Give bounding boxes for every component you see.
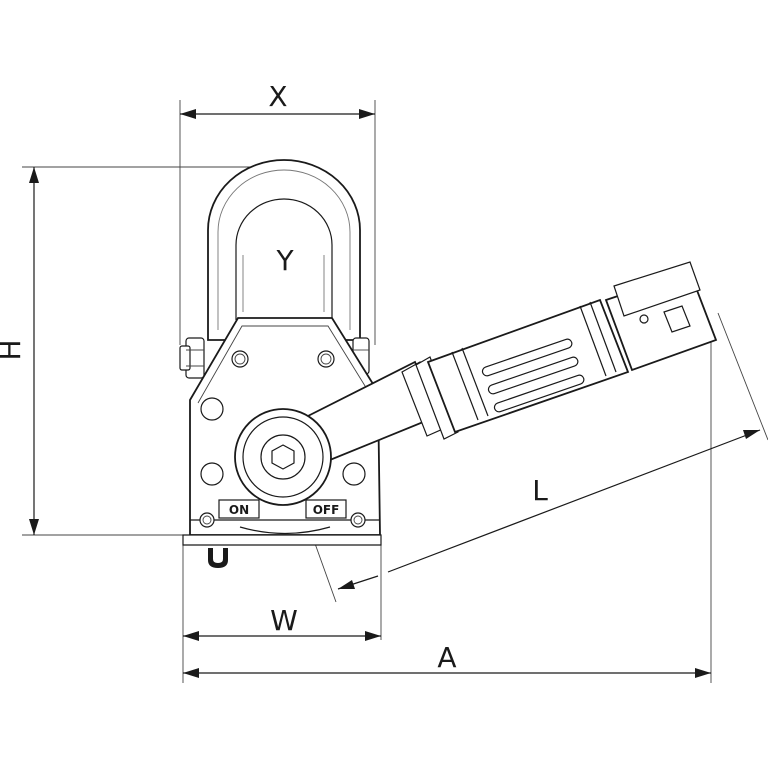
hub [234,408,332,506]
dimension-a: A [183,641,711,678]
dimension-label-y: Y [275,244,294,277]
off-label-plate [305,499,347,519]
lever-handle [298,261,718,464]
dimension-label-x: X [268,80,287,113]
dimension-label-a: A [437,641,456,674]
dimension-w: W [183,604,381,641]
extension-lines [22,100,712,683]
body-bolts [199,350,366,528]
dimension-label-h: H [0,339,27,360]
dimension-label-l: L [532,474,548,507]
on-label: ON [229,503,249,517]
dimension-label-w: W [270,604,298,637]
lifting-shackle: Y [207,159,361,341]
hex-bolt-icon [271,444,295,470]
dimension-x: X [180,80,375,119]
off-label: OFF [313,503,340,517]
dimension-h: H [0,167,39,535]
on-label-plate [218,499,260,519]
magnet-icon [208,548,228,568]
switch-labels: ON OFF [218,499,347,519]
